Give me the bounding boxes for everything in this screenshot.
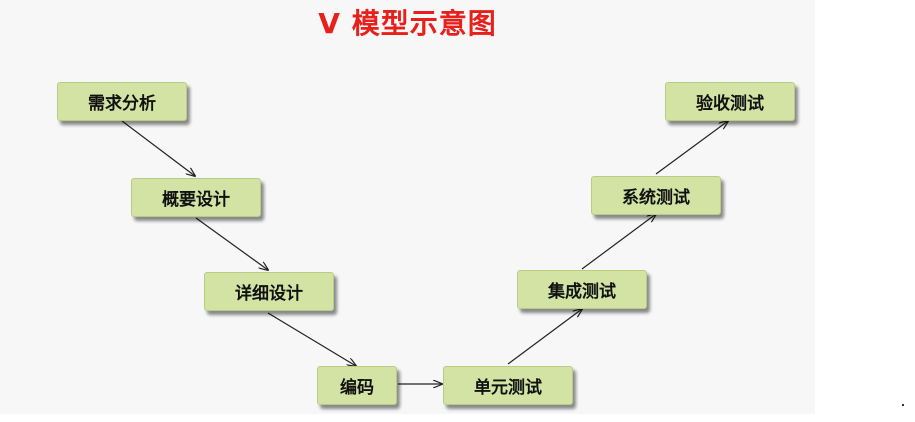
arrow-unit-to-integration (507, 309, 582, 365)
arrow-integration-to-system (581, 214, 656, 270)
diagram-canvas: V 模型示意图 需求分析 概要设计 详细设计 编码 单元测试 集成测试 系统测试… (57, 0, 815, 414)
node-requirements: 需求分析 (57, 82, 187, 121)
node-detailed-design: 详细设计 (204, 272, 334, 311)
stray-dot (902, 404, 904, 406)
node-acceptance-test: 验收测试 (665, 82, 795, 121)
diagram-title: V 模型示意图 (318, 7, 497, 40)
arrow-requirements-to-outline (121, 120, 195, 176)
connector-layer (121, 0, 815, 414)
node-integration-test: 集成测试 (517, 270, 647, 309)
node-coding: 编码 (317, 366, 397, 405)
node-system-test: 系统测试 (591, 176, 721, 215)
node-unit-test: 单元测试 (443, 366, 573, 405)
arrow-system-to-acceptance (655, 121, 728, 175)
arrow-detailed-to-coding (267, 312, 356, 366)
node-outline-design: 概要设计 (131, 178, 261, 217)
arrow-outline-to-detailed (195, 217, 268, 270)
